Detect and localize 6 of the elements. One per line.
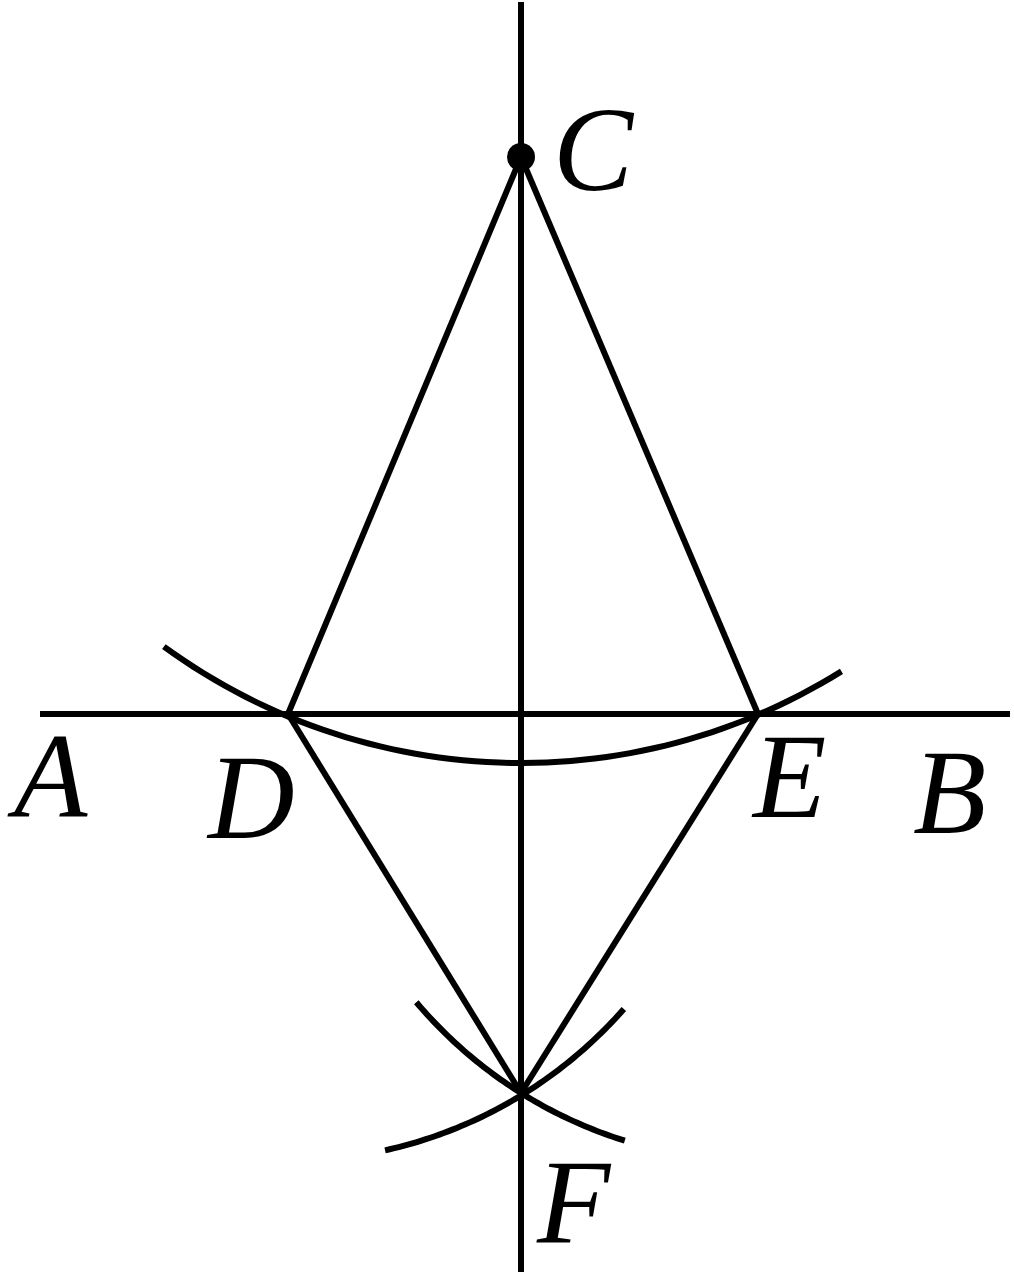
- point-label: B: [912, 733, 988, 853]
- point-label: E: [750, 717, 828, 837]
- point-label: F: [535, 1143, 613, 1263]
- point-label: C: [552, 90, 635, 210]
- point-label: A: [0, 717, 102, 837]
- point-label: D: [205, 738, 296, 858]
